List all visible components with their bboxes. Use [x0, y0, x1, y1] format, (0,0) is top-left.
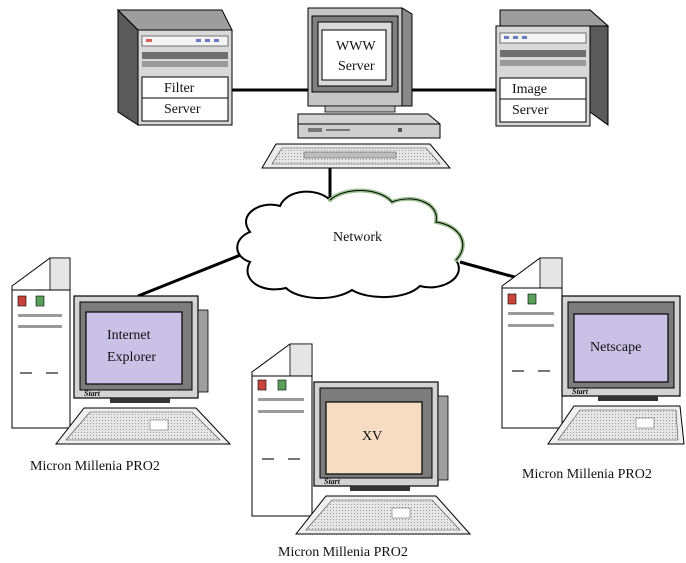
image-server-label-line1: Image [512, 82, 547, 97]
image-server: Image Server [495, 8, 610, 127]
link-network-right [459, 260, 519, 280]
client-left-screen-line2: Explorer [107, 350, 156, 365]
client-right-screen-line1: Netscape [590, 340, 641, 355]
client-center-start-label: Start [324, 477, 341, 486]
client-right-caption: Micron Millenia PRO2 [522, 467, 652, 482]
client-left-computer: Internet Explorer Start Micron Millenia … [11, 257, 232, 474]
client-left-caption: Micron Millenia PRO2 [30, 459, 160, 474]
network-label: Network [333, 230, 382, 245]
image-server-label-line2: Server [512, 103, 549, 118]
client-center-computer: XV Start Micron Millenia PRO2 [251, 343, 472, 560]
link-network-left [137, 250, 249, 298]
filter-server-label-line2: Server [164, 102, 201, 117]
filter-server-label-line1: Filter [164, 81, 195, 96]
filter-server: Filter Server [116, 8, 233, 126]
connection-lines [137, 88, 519, 298]
client-center-screen-line1: XV [362, 429, 382, 444]
www-server-label-line1: WWW [336, 39, 376, 54]
www-server-label-line2: Server [338, 59, 375, 74]
client-left-screen-line1: Internet [107, 328, 151, 343]
network-cloud: Network [236, 188, 465, 300]
client-right-start-label: Start [572, 387, 589, 396]
www-server: WWW Server [261, 7, 452, 169]
client-left-start-label: Start [84, 389, 101, 398]
client-center-caption: Micron Millenia PRO2 [278, 545, 408, 560]
client-right-computer: Netscape Start Micron Millenia PRO2 [501, 257, 685, 482]
